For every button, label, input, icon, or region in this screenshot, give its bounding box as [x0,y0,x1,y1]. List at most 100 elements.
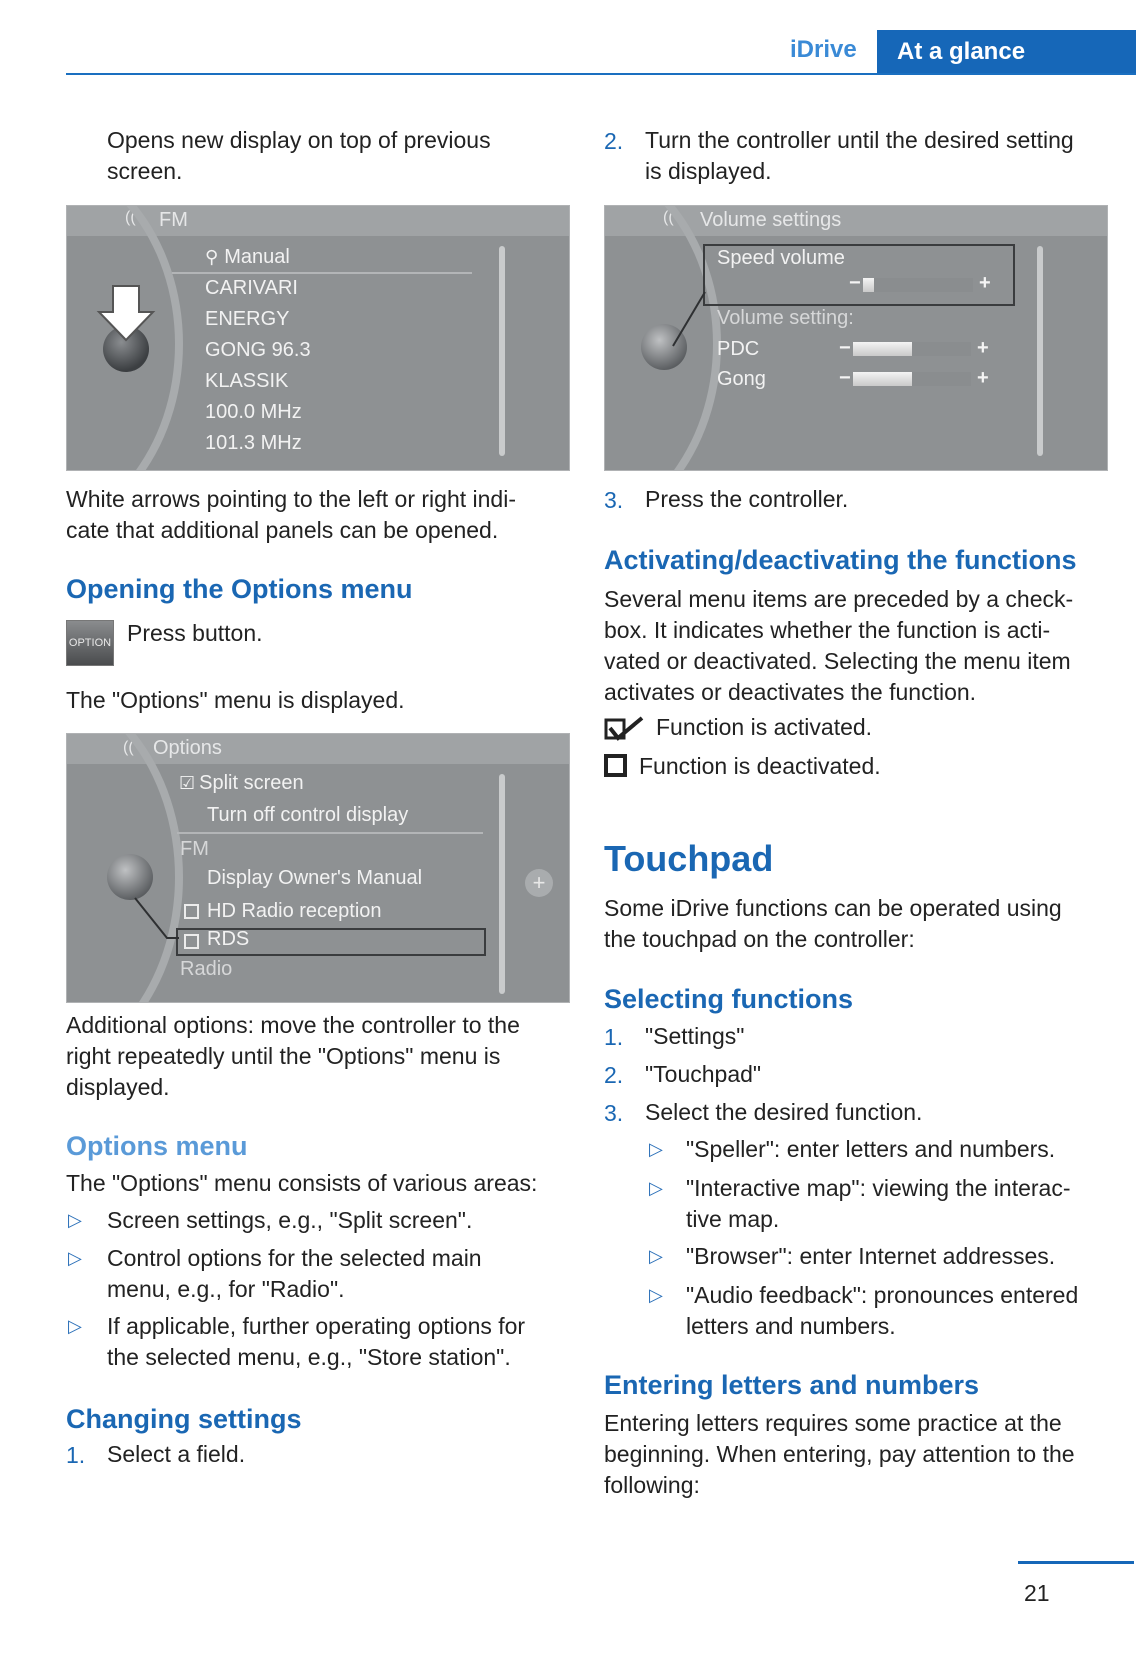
arrows-line-1: White arrows pointing to the left or rig… [66,486,516,512]
activating-line-4: activates or deactivates the function. [604,679,977,705]
step2-line-1: Turn the controller until the desired se… [645,127,1074,153]
activating-line-1: Several menu items are preceded by a che… [604,586,1074,612]
selecting-step-3: Select the desired function. [645,1099,923,1125]
options-menu-heading: Options menu [66,1131,248,1161]
fm-separator [172,272,472,274]
entering-line-1: Entering letters requires some practice … [604,1410,1062,1436]
arrows-line-2: cate that additional panels can be opene… [66,517,499,543]
touchpad-line-1: Some iDrive functions can be operated us… [604,895,1062,921]
speed-volume-selection-box [703,244,1015,306]
additional-line-2: right repeatedly until the "Options" men… [66,1043,501,1069]
fm-item-manual: ⚲Manual [205,246,290,268]
additional-line-1: Additional options: move the controller … [66,1012,520,1038]
selecting-functions-heading: Selecting functions [604,984,854,1014]
options-owners-manual: Display Owner's Manual [207,867,423,889]
fm-item: GONG 96.3 [205,339,311,361]
touchpad-bullet-1: "Speller": enter letters and numbers. [686,1136,1056,1162]
controller-arc [67,206,183,470]
options-screenshot: ((⁺ Options + ☑Split screen Turn off con… [66,733,570,1003]
touchpad-bullet-4-line-1: "Audio feedback": pronounces entered [686,1282,1079,1308]
volume-setting-label: Volume setting: [717,307,854,329]
intro-line-1: Opens new display on top of previous [107,127,491,153]
options-menu-intro: The "Options" menu consists of various a… [66,1170,538,1196]
function-activated-text: Function is activated. [656,714,873,740]
controller-knob-icon [641,324,687,370]
checkbox-unchecked-icon [604,754,627,777]
speed-volume-label: Speed volume [717,247,845,269]
bullet-arrow-icon: ▷ [649,1285,663,1305]
step2-line-2: is displayed. [645,158,772,184]
touchpad-bullet-4: "Audio feedback": pronounces entered let… [686,1280,1078,1342]
options-fm-label: FM [180,838,209,860]
fm-item: 101.3 MHz [205,432,302,454]
checkbox-checked-icon [604,716,644,741]
speed-volume-fill [863,278,874,292]
options-turn-off: Turn off control display [207,804,409,826]
gong-label: Gong [717,368,766,390]
step3-text: Press the controller. [645,486,849,512]
controller-arc [605,206,721,470]
bullet-arrow-icon: ▷ [68,1210,82,1230]
options-radio-label: Radio [180,958,233,980]
options-separator [177,832,483,834]
volume-title: Volume settings [700,209,842,231]
gong-fill [853,372,912,386]
bullet-arrow-icon: ▷ [68,1248,82,1268]
rds-selection-box [176,928,486,956]
pdc-fill [853,342,912,356]
options-rds: RDS [207,928,250,950]
options-bullet-3: If applicable, further operating options… [107,1311,525,1373]
additional-line-3: displayed. [66,1074,170,1100]
step2-text: Turn the controller until the desired se… [645,125,1074,187]
step-number: 3. [604,1100,624,1126]
entering-line-2: beginning. When entering, pay attention … [604,1441,1075,1467]
header-section-label: iDrive [790,36,857,63]
controller-arc [67,734,183,1002]
plus-icon: + [979,272,991,294]
volume-screenshot: ((• Volume settings Speed volume − + Vol… [604,205,1108,471]
fm-title: FM [159,209,188,231]
options-hd-radio: HD Radio reception [207,900,382,922]
touchpad-bullet-2: "Interactive map": viewing the interac- … [686,1173,1071,1235]
step-number: 1. [66,1442,86,1468]
option-button-icon: OPTION [66,620,114,666]
options-displayed-text: The "Options" menu is displayed. [66,687,405,713]
plus-circle-icon: + [525,869,553,897]
options-bullet-2-line-2: menu, e.g., for "Radio". [107,1276,345,1302]
scroll-rail [499,246,505,456]
changing-step-1: Select a field. [107,1441,246,1467]
fm-item: ENERGY [205,308,290,330]
touchpad-text: Some iDrive functions can be operated us… [604,893,1062,955]
page-number-rule [1018,1561,1134,1564]
step-number: 1. [604,1024,624,1050]
fm-screenshot: ((• FM ⚲Manual CARIVARI ENERGY GONG 96.3… [66,205,570,471]
bullet-arrow-icon: ▷ [649,1178,663,1198]
arrows-text: White arrows pointing to the left or rig… [66,484,516,546]
page-number: 21 [1024,1580,1050,1606]
options-bullet-2-line-1: Control options for the selected main [107,1245,482,1271]
header-rule [66,73,1136,75]
scroll-rail [1037,246,1043,456]
entering-letters-heading: Entering letters and numbers [604,1370,980,1400]
additional-text: Additional options: move the controller … [66,1010,520,1103]
selecting-step-1: "Settings" [645,1023,745,1049]
gong-slider [853,372,971,386]
minus-icon: − [839,337,851,359]
step-number: 2. [604,1062,624,1088]
options-bullet-3-line-2: the selected menu, e.g., "Store station"… [107,1344,511,1370]
step-number: 3. [604,487,624,513]
pdc-label: PDC [717,338,760,360]
controller-knob-icon [107,854,153,900]
options-split-screen: ☑Split screen [179,772,304,794]
activating-heading: Activating/deactivating the functions [604,545,1077,575]
down-arrow-icon [96,285,156,342]
scroll-rail [499,774,505,994]
options-bullet-3-line-1: If applicable, further operating options… [107,1313,526,1339]
search-icon: ⚲ [205,247,219,267]
options-title: Options [153,737,222,759]
header-chapter-tab: At a glance [877,30,1136,74]
selecting-step-2: "Touchpad" [645,1061,762,1087]
pointer-line [672,291,706,347]
step-number: 2. [604,128,624,154]
touchpad-heading: Touchpad [604,838,774,879]
